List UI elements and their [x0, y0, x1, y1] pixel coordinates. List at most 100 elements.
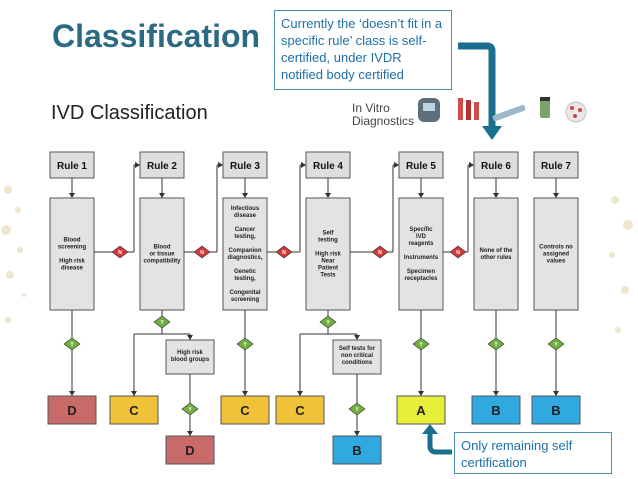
brand-line-1: In Vitro	[352, 101, 390, 115]
class-label: A	[416, 403, 426, 418]
rule-7-text: Controls no	[539, 245, 573, 251]
arrow-head	[187, 335, 193, 340]
rule-2-text: Blood	[154, 245, 171, 251]
rule-header-6	[473, 151, 519, 179]
rule-1-text: screening	[58, 245, 87, 251]
rule-1-text: High risk	[59, 259, 85, 265]
no-decision-3	[275, 245, 293, 259]
arrow-head	[135, 162, 140, 168]
class-box-b	[531, 395, 581, 425]
yes-decision-sub-1-label: Y	[188, 407, 192, 413]
arrow-head	[394, 162, 399, 168]
rule-label-4: Rule 4	[313, 161, 343, 172]
vial-icon	[540, 97, 550, 118]
no-decision-5	[449, 245, 467, 259]
arrow-head	[325, 193, 331, 198]
yes-decision-1-label: Y	[70, 342, 74, 348]
rule-7-text: values	[547, 259, 566, 265]
rule-4-text: Self	[322, 231, 334, 237]
rule-4-text: Patient	[318, 266, 338, 272]
no-decision-2	[193, 245, 211, 259]
no-decision-1	[111, 245, 129, 259]
rule-label-1: Rule 1	[57, 161, 87, 172]
rule-6-text: other rules	[480, 255, 512, 261]
rule-label-2: Rule 2	[147, 161, 177, 172]
no-decision-4-label: N	[378, 250, 382, 256]
arrow-head	[354, 431, 360, 436]
arrow-head	[493, 391, 499, 396]
yes-decision-7-label: Y	[554, 342, 558, 348]
yes-decision-3-label: Y	[243, 342, 247, 348]
arrow-head	[218, 162, 223, 168]
no-decision-1-label: N	[118, 250, 122, 256]
class-box-d	[47, 395, 97, 425]
class-label: D	[67, 403, 76, 418]
class-box-c	[275, 395, 325, 425]
rule-6-text: None of the	[480, 248, 514, 254]
rule-box-6	[473, 197, 519, 311]
sub-box-self-tests-non-critical	[332, 339, 382, 375]
class-box-a	[396, 395, 446, 425]
class-label: B	[551, 403, 560, 418]
rule-2-text: or tissue	[149, 252, 175, 258]
rule-header-1	[49, 151, 95, 179]
class-label: B	[491, 403, 500, 418]
test-tubes-icon	[458, 98, 479, 120]
yes-decision-4-label: Y	[326, 320, 330, 326]
rule-3-text: Companion	[229, 248, 262, 254]
callout-top: Currently the ‘doesn’t fit in a specific…	[274, 10, 452, 90]
arrow-head	[354, 335, 360, 340]
arrow-head	[242, 391, 248, 396]
class-label: C	[129, 403, 139, 418]
rule-label-5: Rule 5	[406, 161, 436, 172]
sub-box-1-text: blood groups	[171, 357, 210, 363]
arrow-head	[69, 391, 75, 396]
rule-3-text: disease	[234, 213, 257, 219]
sample-tray-icon	[565, 101, 587, 123]
test-strip-icon	[492, 104, 526, 122]
arrow-head	[553, 193, 559, 198]
rule-3-text: Infectious	[231, 206, 260, 212]
rule-5-text: receptacles	[404, 276, 438, 282]
class-label: C	[295, 403, 305, 418]
rule-3-text: testing,	[234, 234, 256, 240]
yes-decision-sub-2-label: Y	[355, 407, 359, 413]
rule-5-text: IVD	[416, 234, 427, 240]
arrow-head	[418, 391, 424, 396]
rule-header-2	[139, 151, 185, 179]
rule-label-3: Rule 3	[230, 161, 260, 172]
glucose-meter-icon	[418, 98, 440, 122]
rule-box-5	[398, 197, 444, 311]
diagram-title: IVD Classification	[51, 102, 208, 124]
rule-label-6: Rule 6	[481, 161, 511, 172]
rule-3-text: screening	[231, 297, 260, 303]
no-decision-5-label: N	[456, 250, 460, 256]
rule-4-text: High risk	[315, 252, 341, 258]
arrow-head	[187, 431, 193, 436]
sub-box-2-text: conditions	[342, 360, 373, 366]
rule-box-2	[139, 197, 185, 311]
yes-decision-5-label: Y	[419, 342, 423, 348]
arrow-head	[418, 193, 424, 198]
no-decision-3-label: N	[282, 250, 286, 256]
sub-box-1-text: High risk	[177, 350, 203, 356]
rule-4-text: Near	[321, 259, 335, 265]
arrow-head	[69, 193, 75, 198]
class-label: C	[240, 403, 250, 418]
class-box-b	[332, 435, 382, 465]
sub-box-2-text: non critical	[341, 353, 373, 359]
page-title: Classification	[52, 18, 261, 54]
rule-3-text: Congenital	[230, 290, 261, 296]
rule-2-text: compatibility	[143, 259, 181, 265]
no-decision-4	[371, 245, 389, 259]
rule-4-text: testing	[318, 238, 338, 244]
rule-5-text: Specimen	[407, 269, 436, 275]
brand-label: In Vitro Diagnostics	[352, 102, 414, 128]
rule-1-text: disease	[61, 266, 84, 272]
class-box-c	[220, 395, 270, 425]
